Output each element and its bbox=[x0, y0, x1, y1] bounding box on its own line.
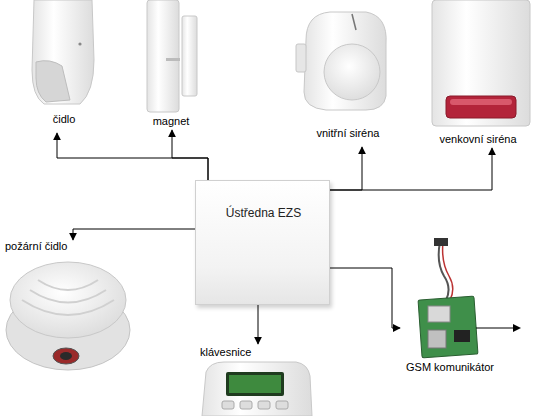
connector-arrow bbox=[172, 130, 208, 180]
magnet-contact-node: magnet bbox=[140, 0, 202, 130]
connector-arrow bbox=[330, 268, 400, 328]
pir-sensor-illustration bbox=[32, 0, 94, 104]
motion-sensor-node: čidlo bbox=[25, 0, 103, 133]
gsm-module-illustration bbox=[418, 238, 478, 358]
outgoing-arrow bbox=[476, 324, 521, 332]
connector-arrow bbox=[258, 305, 259, 344]
outdoor-siren-illustration bbox=[432, 0, 530, 126]
keypad-node: klávesnice bbox=[195, 344, 310, 416]
control-panel-box: Ústředna EZS bbox=[195, 180, 330, 305]
device-label: magnet bbox=[140, 115, 202, 128]
fire-detector-node: požární čidlo bbox=[2, 240, 135, 375]
device-label: Ústředna EZS bbox=[196, 207, 331, 220]
device-label: čidlo bbox=[25, 113, 103, 126]
connector-arrow bbox=[330, 148, 492, 190]
device-label: GSM komunikátor bbox=[400, 361, 500, 374]
device-label: klávesnice bbox=[200, 346, 270, 359]
keypad-illustration bbox=[202, 362, 312, 416]
fire-detector-illustration bbox=[6, 262, 130, 370]
device-label: vnitřní siréna bbox=[298, 127, 398, 140]
connector-arrow bbox=[330, 147, 362, 190]
magnet-contact-illustration bbox=[147, 0, 197, 112]
indoor-siren-illustration bbox=[296, 12, 386, 110]
device-label: venkovní siréna bbox=[428, 133, 528, 146]
device-label: požární čidlo bbox=[5, 240, 75, 253]
connector-arrow bbox=[57, 133, 208, 180]
indoor-siren-node: vnitřní siréna bbox=[298, 5, 398, 147]
connector-arrow bbox=[73, 229, 195, 240]
outdoor-siren-node: venkovní siréna bbox=[428, 0, 528, 148]
gsm-communicator-node: GSM komunikátor bbox=[400, 240, 500, 376]
